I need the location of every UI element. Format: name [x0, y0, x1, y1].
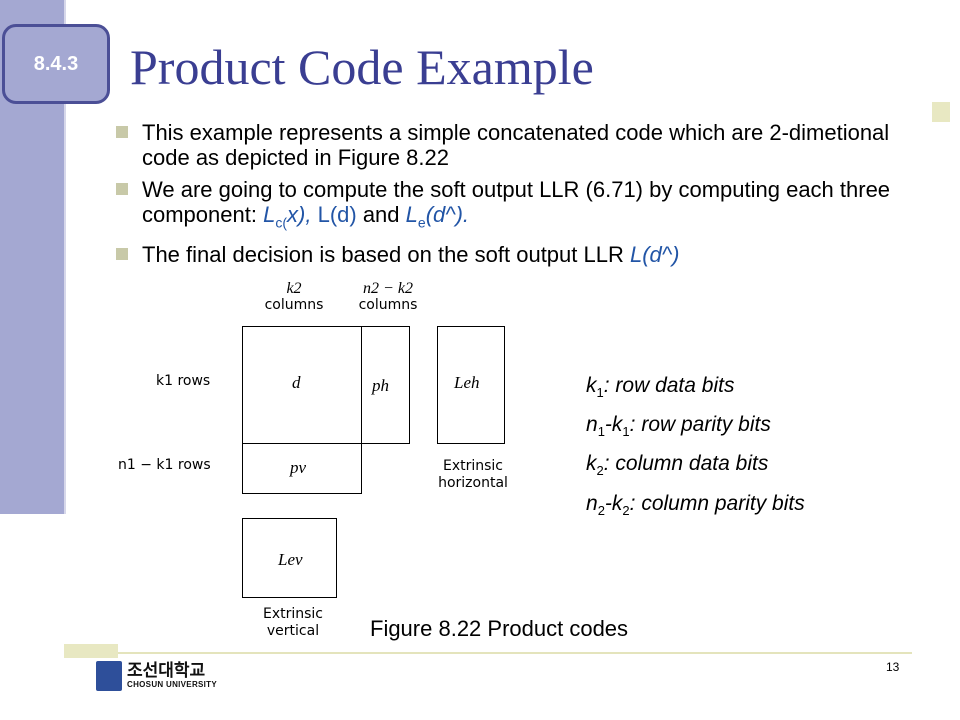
d-symbol: d — [292, 373, 301, 392]
bullet-text: We are going to compute the soft output … — [142, 177, 891, 227]
bullet-item: We are going to compute the soft output … — [116, 177, 936, 235]
slide-title: Product Code Example — [130, 39, 594, 95]
bullet-item: This example represents a simple concate… — [116, 120, 936, 170]
footer-line — [64, 652, 912, 654]
n1k1-rows-label: n1 − k1 rows — [118, 457, 211, 473]
bullet-item: The final decision is based on the soft … — [116, 242, 936, 267]
pv-symbol: pv — [290, 458, 307, 477]
final-llr-term: L(d^) — [629, 242, 680, 268]
column-parity-block — [242, 443, 362, 494]
section-badge: 8.4.3 — [2, 24, 110, 104]
university-emblem-icon — [96, 661, 122, 691]
n2k2-columns-label: n2 − k2 columns — [358, 280, 418, 313]
footer-accent — [64, 644, 118, 658]
lc-term: Lc(x), — [263, 202, 312, 231]
sidebar-stripe — [64, 0, 66, 514]
extrinsic-horizontal-block — [437, 326, 505, 444]
logo-english-name: CHOSUN UNIVERSITY — [127, 680, 217, 689]
extrinsic-vertical-label: Extrinsic vertical — [262, 606, 324, 639]
legend-item: k1: row data bits — [586, 374, 735, 401]
logo-korean-name: 조선대학교 — [127, 661, 206, 680]
figure-caption: Figure 8.22 Product codes — [370, 616, 629, 641]
legend-item: n1-k1: row parity bits — [586, 413, 771, 440]
page-number: 13 — [886, 660, 900, 674]
lev-symbol: Lev — [278, 550, 303, 569]
university-logo: 조선대학교 CHOSUN UNIVERSITY — [96, 660, 230, 692]
legend-item: n2-k2: column parity bits — [586, 491, 805, 518]
square-bullet-icon — [116, 248, 128, 261]
square-bullet-icon — [116, 126, 128, 138]
k2-columns-label: k2 columns — [264, 280, 324, 313]
ld-term: L(d) — [317, 202, 357, 227]
legend-item: k2: column data bits — [586, 452, 769, 479]
row-parity-block — [361, 326, 410, 444]
bullet-text: The final decision is based on the soft … — [142, 242, 630, 268]
data-block — [242, 326, 362, 444]
decorative-square — [932, 102, 950, 122]
leh-symbol: Leh — [454, 373, 480, 392]
extrinsic-horizontal-label: Extrinsic horizontal — [438, 458, 508, 491]
bullet-list: This example represents a simple concate… — [116, 120, 936, 274]
le-term: Le(d^). — [405, 202, 470, 231]
k1-rows-label: k1 rows — [156, 373, 211, 389]
bit-legend: k1: row data bits n1-k1: row parity bits… — [586, 370, 805, 527]
extrinsic-vertical-block — [242, 518, 337, 598]
product-code-diagram: k2 columns n2 − k2 columns k1 rows n1 − … — [118, 276, 540, 646]
square-bullet-icon — [116, 183, 128, 195]
ph-symbol: ph — [372, 376, 389, 395]
bullet-text: This example represents a simple concate… — [142, 120, 890, 170]
